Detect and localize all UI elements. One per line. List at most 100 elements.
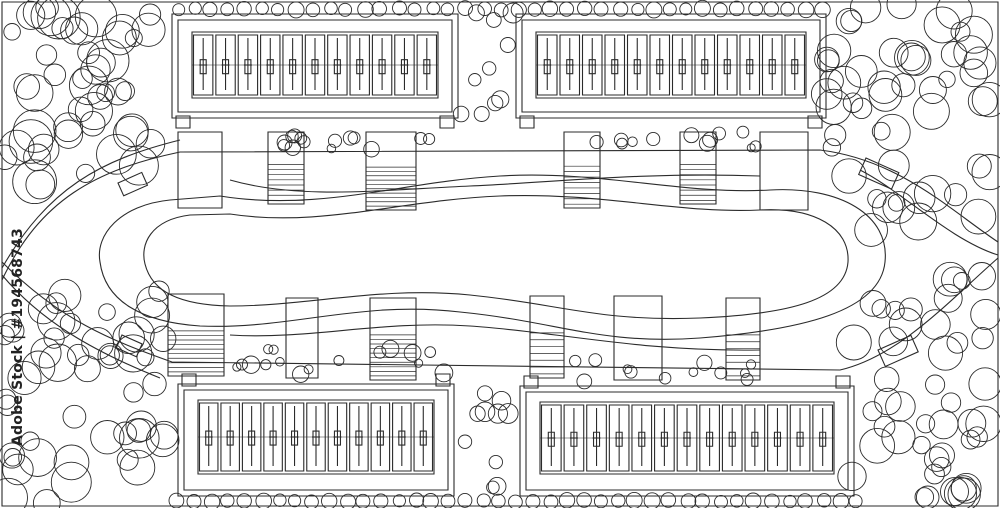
tree <box>298 136 310 148</box>
tree <box>924 7 960 43</box>
tree <box>972 155 1000 190</box>
tree <box>901 45 931 75</box>
tree <box>872 122 890 140</box>
tree <box>16 75 53 112</box>
tree <box>921 310 951 340</box>
tree <box>328 134 341 147</box>
tree <box>126 411 156 441</box>
tree <box>589 354 602 367</box>
tree <box>944 478 976 508</box>
tree <box>477 386 492 401</box>
tree <box>494 3 508 17</box>
tree <box>869 79 902 112</box>
tree <box>967 154 991 178</box>
tree <box>38 303 75 340</box>
tree <box>845 56 877 88</box>
walkway <box>530 296 564 378</box>
tree <box>892 74 915 97</box>
road-inner-edge-upper <box>2 140 180 268</box>
tree <box>868 190 886 208</box>
tree <box>242 356 259 373</box>
tree <box>511 2 526 17</box>
tree <box>0 326 14 345</box>
tree <box>838 462 866 490</box>
tree <box>939 71 955 87</box>
tree <box>713 127 726 140</box>
tree <box>750 141 761 152</box>
tree <box>895 40 930 75</box>
tree <box>410 493 424 507</box>
tree <box>286 130 298 142</box>
tree <box>435 364 453 382</box>
walkway <box>168 294 224 376</box>
tree <box>843 93 863 113</box>
tree <box>0 145 17 170</box>
tree <box>31 0 71 36</box>
tree <box>542 1 557 16</box>
tree <box>356 494 370 508</box>
walkway <box>286 298 318 378</box>
tree <box>961 199 996 234</box>
tree <box>960 59 988 87</box>
tree <box>879 327 908 356</box>
tree <box>237 494 251 508</box>
tree <box>883 192 915 224</box>
tree <box>969 368 1000 400</box>
tree <box>764 2 779 17</box>
tree <box>659 372 671 384</box>
tree <box>52 18 73 39</box>
tree <box>120 450 155 485</box>
tree <box>955 16 992 53</box>
tree <box>274 494 286 506</box>
tree <box>305 495 319 508</box>
walkway <box>726 298 760 380</box>
tree <box>626 492 642 508</box>
tree <box>889 308 922 341</box>
tree <box>929 410 958 439</box>
tree <box>0 443 25 468</box>
tree <box>498 404 518 424</box>
tree <box>855 214 888 247</box>
tree <box>836 325 871 360</box>
tree <box>149 281 169 301</box>
tree <box>36 45 56 65</box>
walkway <box>366 132 416 210</box>
tree <box>815 47 840 72</box>
tree <box>289 495 301 507</box>
tree <box>526 495 540 508</box>
tree <box>132 13 165 46</box>
tree <box>4 449 22 467</box>
walkway <box>614 296 662 380</box>
tree <box>106 14 140 48</box>
tree <box>488 404 507 423</box>
tree <box>928 336 962 370</box>
walkways <box>168 132 808 380</box>
tree <box>684 128 699 143</box>
tree <box>22 351 55 384</box>
tree <box>393 495 405 507</box>
tree <box>88 85 113 110</box>
tree <box>404 345 421 362</box>
tree <box>663 3 676 16</box>
tree <box>913 436 930 453</box>
tree <box>836 8 861 33</box>
tree <box>82 328 114 360</box>
tree <box>73 69 93 89</box>
tree <box>458 1 473 16</box>
building-bottom-right <box>520 376 854 496</box>
tree <box>408 3 421 16</box>
tree <box>544 495 558 508</box>
tree <box>500 38 515 53</box>
tree <box>941 478 969 506</box>
tree <box>1 319 24 342</box>
tree <box>729 1 744 16</box>
tree <box>204 494 219 508</box>
walkway <box>564 132 600 208</box>
tree <box>477 494 490 507</box>
walkway <box>760 132 808 210</box>
tree <box>17 1 45 29</box>
tree <box>81 55 110 84</box>
tree <box>423 494 439 508</box>
